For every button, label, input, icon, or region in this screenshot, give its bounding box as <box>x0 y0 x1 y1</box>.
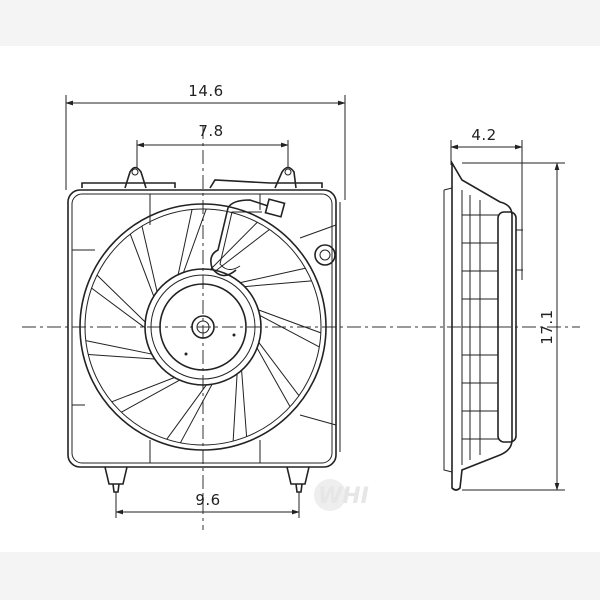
side-view <box>443 160 523 491</box>
side-ribs <box>462 214 498 440</box>
fan-blade <box>111 377 180 413</box>
dimension-bottom-mount-spacing: 9.6 <box>115 491 300 518</box>
top-mount-tab-left <box>124 166 147 189</box>
dimension-overall-height: 17.1 <box>462 162 565 491</box>
fan-blade <box>256 342 300 407</box>
fan-blade <box>258 309 322 348</box>
dimension-label-top-mount-spacing: 7.8 <box>198 122 223 140</box>
dimension-overall-width: 14.6 <box>65 82 346 200</box>
front-view <box>67 166 341 493</box>
dimension-label-overall-height: 17.1 <box>538 309 556 344</box>
bottom-mount-leg-right <box>286 466 310 493</box>
dimension-top-mount-spacing: 7.8 <box>136 122 289 168</box>
motor-shaft <box>191 315 215 339</box>
motor-hub-outer <box>144 268 262 386</box>
fan-blade <box>85 340 155 360</box>
fan-blade <box>91 274 146 329</box>
fan-blade <box>129 225 158 297</box>
fan-blade <box>240 267 312 288</box>
dimension-label-overall-width: 14.6 <box>188 82 223 100</box>
electrical-connector <box>264 198 286 218</box>
mount-boss <box>314 244 336 266</box>
motor-hub-inner <box>159 283 247 371</box>
fan-blade <box>177 208 207 275</box>
fan-blades <box>85 208 322 444</box>
dimension-label-depth: 4.2 <box>471 126 496 144</box>
shroud-housing <box>67 189 337 468</box>
bottom-mount-leg-left <box>104 466 128 493</box>
side-profile-shroud <box>451 160 513 491</box>
wire-harness <box>210 199 269 277</box>
watermark-logo: WHI <box>314 479 369 511</box>
fan-ring <box>79 203 327 451</box>
fan-blade <box>166 384 213 444</box>
svg-text:WHI: WHI <box>318 484 369 509</box>
fan-blade <box>210 221 270 271</box>
dimension-label-bottom-mount-spacing: 9.6 <box>195 491 220 509</box>
fan-blade <box>232 370 248 442</box>
